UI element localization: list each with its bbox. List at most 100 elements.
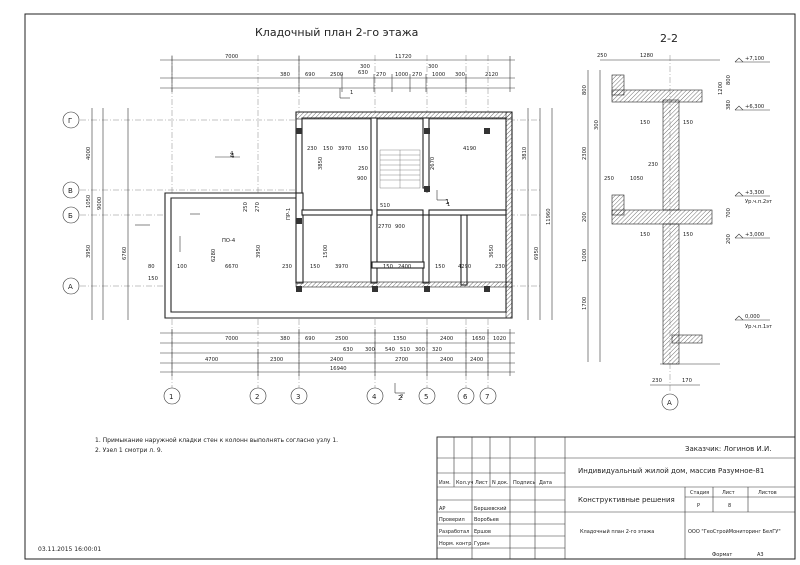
stamp-customer: Заказчик: Логинов И.И. — [685, 445, 771, 453]
svg-text:4190: 4190 — [463, 146, 476, 152]
svg-text:4: 4 — [230, 152, 235, 160]
svg-text:1500: 1500 — [323, 245, 329, 258]
axis-2: 2 — [255, 393, 259, 401]
section-top-parapet — [611, 74, 625, 96]
svg-text:3970: 3970 — [335, 264, 348, 270]
section-cut-marks — [135, 88, 447, 394]
dim-bot-2400: 2400 — [440, 336, 453, 342]
svg-text:Лист: Лист — [722, 490, 735, 496]
floor-plan: Кладочный план 2-го этажа — [62, 26, 553, 405]
svg-text:3650: 3650 — [489, 245, 495, 258]
svg-text:150: 150 — [640, 120, 650, 126]
svg-text:200: 200 — [726, 234, 732, 244]
svg-text:200: 200 — [582, 212, 588, 222]
axis-3: 3 — [296, 393, 300, 401]
level-note-2: Ур.ч.п.2эт — [745, 199, 772, 205]
axis-G: Г — [68, 117, 72, 125]
dim-bot-2400c: 2400 — [470, 357, 483, 363]
level-3000: +3,000 — [745, 232, 764, 238]
dim-bot-1350: 1350 — [393, 336, 406, 342]
dim-bot-540: 540 — [385, 347, 395, 353]
svg-text:Листов: Листов — [758, 490, 777, 496]
dim-bot-300: 300 — [365, 347, 375, 353]
stamp-format: А3 — [757, 552, 764, 558]
axis-7: 7 — [485, 393, 489, 401]
title-block: Заказчик: Логинов И.И. Индивидуальный жи… — [436, 436, 796, 560]
dim-bot-7000: 7000 — [225, 336, 238, 342]
svg-text:150: 150 — [383, 264, 393, 270]
svg-text:2670: 2670 — [430, 157, 436, 170]
svg-text:6670: 6670 — [225, 264, 238, 270]
svg-text:80: 80 — [148, 264, 155, 270]
dim-top-630: 630 — [358, 70, 368, 76]
svg-text:250: 250 — [243, 202, 249, 212]
dim-bot-510: 510 — [400, 347, 410, 353]
dim-bot-16940: 16940 — [330, 366, 347, 372]
svg-text:150: 150 — [323, 146, 333, 152]
svg-text:230: 230 — [652, 378, 662, 384]
level-6300: +6,300 — [745, 104, 764, 110]
svg-text:170: 170 — [682, 378, 692, 384]
svg-text:Норм. контр.: Норм. контр. — [439, 541, 473, 547]
section-level-marks — [734, 57, 770, 321]
svg-text:150: 150 — [683, 232, 693, 238]
svg-text:4290: 4290 — [458, 264, 471, 270]
svg-text:Воробьев: Воробьев — [474, 517, 499, 523]
dim-bot-320: 320 — [432, 347, 442, 353]
dim-top-2500: 2500 — [330, 72, 343, 78]
svg-text:100: 100 — [177, 264, 187, 270]
svg-text:230: 230 — [307, 146, 317, 152]
note-1: 1. Примыкание наружной кладки стен к кол… — [95, 437, 338, 444]
svg-text:250: 250 — [604, 176, 614, 182]
dim-right-3810: 3810 — [522, 147, 528, 160]
dim-top-11720: 11720 — [395, 54, 412, 60]
dim-left-9000: 9000 — [97, 197, 103, 210]
svg-text:Р: Р — [697, 503, 700, 509]
top-wall-hatched — [295, 111, 513, 120]
dim-top-2120: 2120 — [485, 72, 498, 78]
svg-text:150: 150 — [435, 264, 445, 270]
columns — [296, 128, 490, 292]
dim-top-270b: 270 — [412, 72, 422, 78]
plan-row-labels: 230 150 3970 150 2400 150 4290 230 — [282, 264, 505, 270]
level-7100: +7,100 — [745, 56, 764, 62]
dim-bot-380: 380 — [280, 336, 290, 342]
svg-text:Разработал: Разработал — [439, 529, 469, 535]
sheet-frame — [24, 13, 796, 560]
cut-mark-1-top: 1 — [350, 90, 353, 96]
svg-text:1: 1 — [445, 198, 449, 206]
axis-6: 6 — [463, 393, 468, 401]
axis-1: 1 — [169, 393, 173, 401]
svg-text:300: 300 — [594, 120, 600, 130]
dim-bot-1020: 1020 — [493, 336, 506, 342]
svg-text:270: 270 — [255, 202, 261, 212]
stamp-project: Индивидуальный жилой дом, массив Разумно… — [578, 467, 764, 475]
plan-interior-labels: 230 150 3970 150 4190 3850 2670 900 250 … — [148, 146, 495, 402]
dim-top-1000a: 1000 — [395, 72, 408, 78]
section-2-2: 2-2 А +7,100 +6,300 +3,300 +3,000 0,0 — [582, 32, 772, 411]
dim-top-7000: 7000 — [225, 54, 238, 60]
stamp-company: ООО "ГеоСтройМониторинг БелГУ" — [688, 528, 781, 535]
section-dims: 250 1280 800 300 2300 200 1000 1700 150 … — [582, 53, 732, 384]
svg-text:1700: 1700 — [582, 297, 588, 310]
svg-text:380: 380 — [726, 100, 732, 110]
svg-text:Стадия: Стадия — [690, 490, 709, 496]
general-notes: 1. Примыкание наружной кладки стен к кол… — [95, 437, 338, 454]
stamp-section-name: Конструктивные решения — [578, 496, 675, 504]
plan-ticks — [171, 56, 511, 376]
dim-bot-2400b: 2400 — [440, 357, 453, 363]
interior-walls — [295, 117, 513, 288]
section-title: 2-2 — [660, 32, 678, 45]
axis-A: А — [68, 283, 73, 291]
svg-text:2: 2 — [398, 394, 402, 402]
cut-mark-1-right: 1 — [447, 202, 450, 208]
svg-text:800: 800 — [726, 75, 732, 85]
section-mid-ledge — [611, 194, 625, 216]
level-3300: +3,300 — [745, 190, 764, 196]
svg-text:1280: 1280 — [640, 53, 653, 59]
svg-text:Кол.уч: Кол.уч — [456, 480, 473, 486]
svg-text:2770: 2770 — [378, 224, 391, 230]
plan-title: Кладочный план 2-го этажа — [255, 26, 418, 39]
axis-V: В — [68, 187, 73, 195]
svg-text:700: 700 — [726, 208, 732, 218]
